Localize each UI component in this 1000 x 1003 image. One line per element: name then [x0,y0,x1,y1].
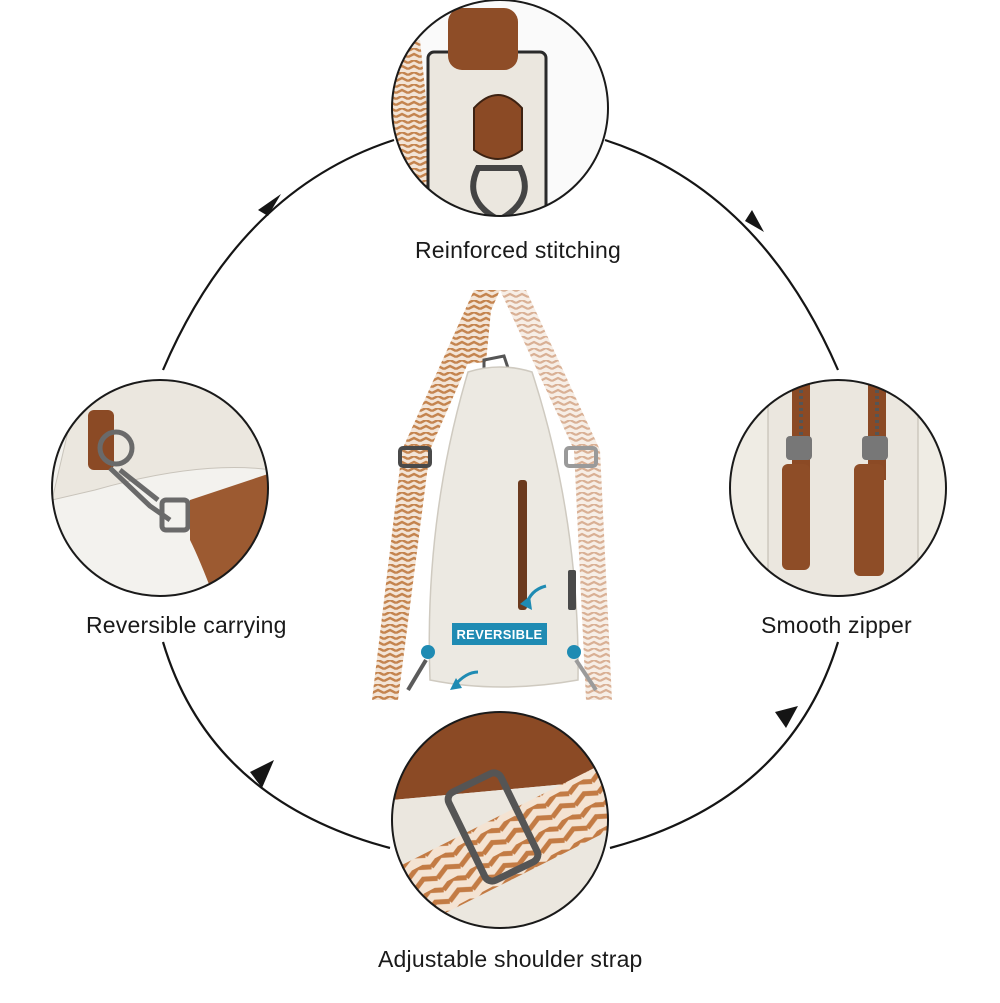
swivel-clasp-icon [97,429,191,533]
detail-circle-adjustable-strap [391,711,609,929]
reversible-badge [452,623,547,645]
clockwise-arrow-icon [250,194,798,788]
reversible-badge-label: REVERSIBLE [456,626,543,642]
zipper-pull-icon [782,436,888,576]
d-ring-icon [470,165,528,216]
feature-label-reversible-carrying: Reversible carrying [86,612,287,638]
detail-circle-smooth-zipper [729,379,947,597]
sling-bag-product [372,290,612,700]
feature-label-reinforced-stitching: Reinforced stitching [415,237,621,263]
strap-buckle-icon [444,769,542,885]
feature-label-smooth-zipper: Smooth zipper [761,612,912,638]
feature-label-adjustable-strap: Adjustable shoulder strap [378,946,643,972]
detail-circle-reversible-carrying [51,379,269,597]
cycle-path [161,138,840,850]
detail-circle-reinforced-stitching [391,0,609,217]
